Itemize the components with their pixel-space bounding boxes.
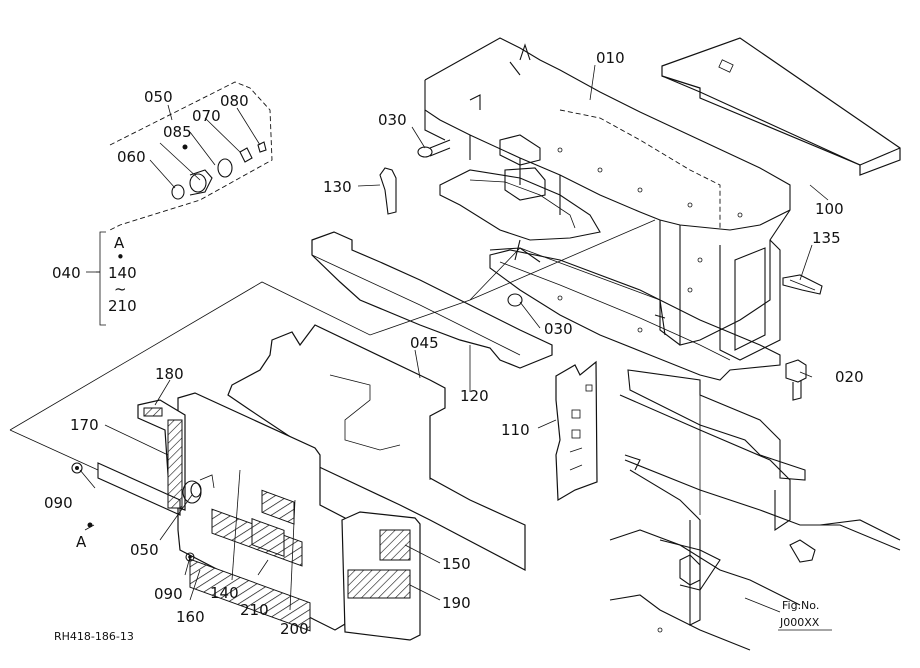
label-050-lower: 050 [130, 541, 159, 559]
leader-lines [79, 64, 829, 613]
label-140: 140 [210, 584, 239, 602]
panel-150-190 [341, 511, 421, 641]
frame-base-plate [489, 249, 781, 381]
label-190: 190 [442, 594, 471, 612]
group-040-tilde: ~ [114, 280, 127, 298]
label-a-left: A [76, 533, 87, 551]
frame-010 [424, 37, 791, 361]
label-045: 045 [410, 334, 439, 352]
label-030-top: 030 [378, 111, 407, 129]
fig-no-box: Fig.No. J000XX [778, 599, 832, 631]
group-040-bracket [86, 231, 106, 326]
pad-120 [311, 231, 553, 369]
lock-050-lower [182, 474, 215, 504]
label-100: 100 [815, 200, 844, 218]
group-040-top: A [114, 234, 125, 252]
label-080: 080 [220, 92, 249, 110]
pad-100 [661, 37, 901, 176]
label-040: 040 [52, 264, 81, 282]
label-010: 010 [596, 49, 625, 67]
label-090-lower: 090 [154, 585, 183, 603]
pad-045 [227, 324, 526, 571]
label-070: 070 [192, 107, 221, 125]
part-labels: 010 030 130 100 135 030 020 045 120 110 … [44, 49, 864, 638]
panel-200 [177, 392, 346, 632]
lock-assembly [109, 81, 273, 231]
label-150: 150 [442, 555, 471, 573]
chassis-right [609, 369, 901, 651]
bracket-160 [97, 462, 181, 516]
bullet-085 [182, 144, 188, 150]
drawing-code: RH418-186-13 [54, 630, 134, 643]
label-090-upper: 090 [44, 494, 73, 512]
label-085: 085 [163, 123, 192, 141]
fig-no-value: J000XX [779, 616, 820, 629]
bolt-020 [785, 359, 807, 401]
bolt-030-mid [507, 293, 523, 307]
label-160: 160 [176, 608, 205, 626]
label-110: 110 [501, 421, 530, 439]
group-040-dot: • [116, 248, 125, 266]
assembly-outline [9, 219, 661, 471]
label-210: 210 [240, 601, 269, 619]
label-030-mid: 030 [544, 320, 573, 338]
label-170: 170 [70, 416, 99, 434]
label-060: 060 [117, 148, 146, 166]
label-135: 135 [812, 229, 841, 247]
bullet-a [87, 522, 93, 528]
fig-no-label: Fig.No. [782, 599, 819, 612]
label-130: 130 [323, 178, 352, 196]
group-040-mid: 140 [108, 264, 137, 282]
label-180: 180 [155, 365, 184, 383]
label-050-upper: 050 [144, 88, 173, 106]
group-040-bottom: 210 [108, 297, 137, 315]
bracket-110 [555, 360, 598, 502]
nut-090-upper [71, 462, 83, 474]
handle-135 [782, 274, 823, 295]
label-200: 200 [280, 620, 309, 638]
bolt-030-top [417, 139, 451, 158]
label-120: 120 [460, 387, 489, 405]
hose-130 [379, 167, 397, 215]
label-020: 020 [835, 368, 864, 386]
cover-170 [137, 399, 186, 511]
